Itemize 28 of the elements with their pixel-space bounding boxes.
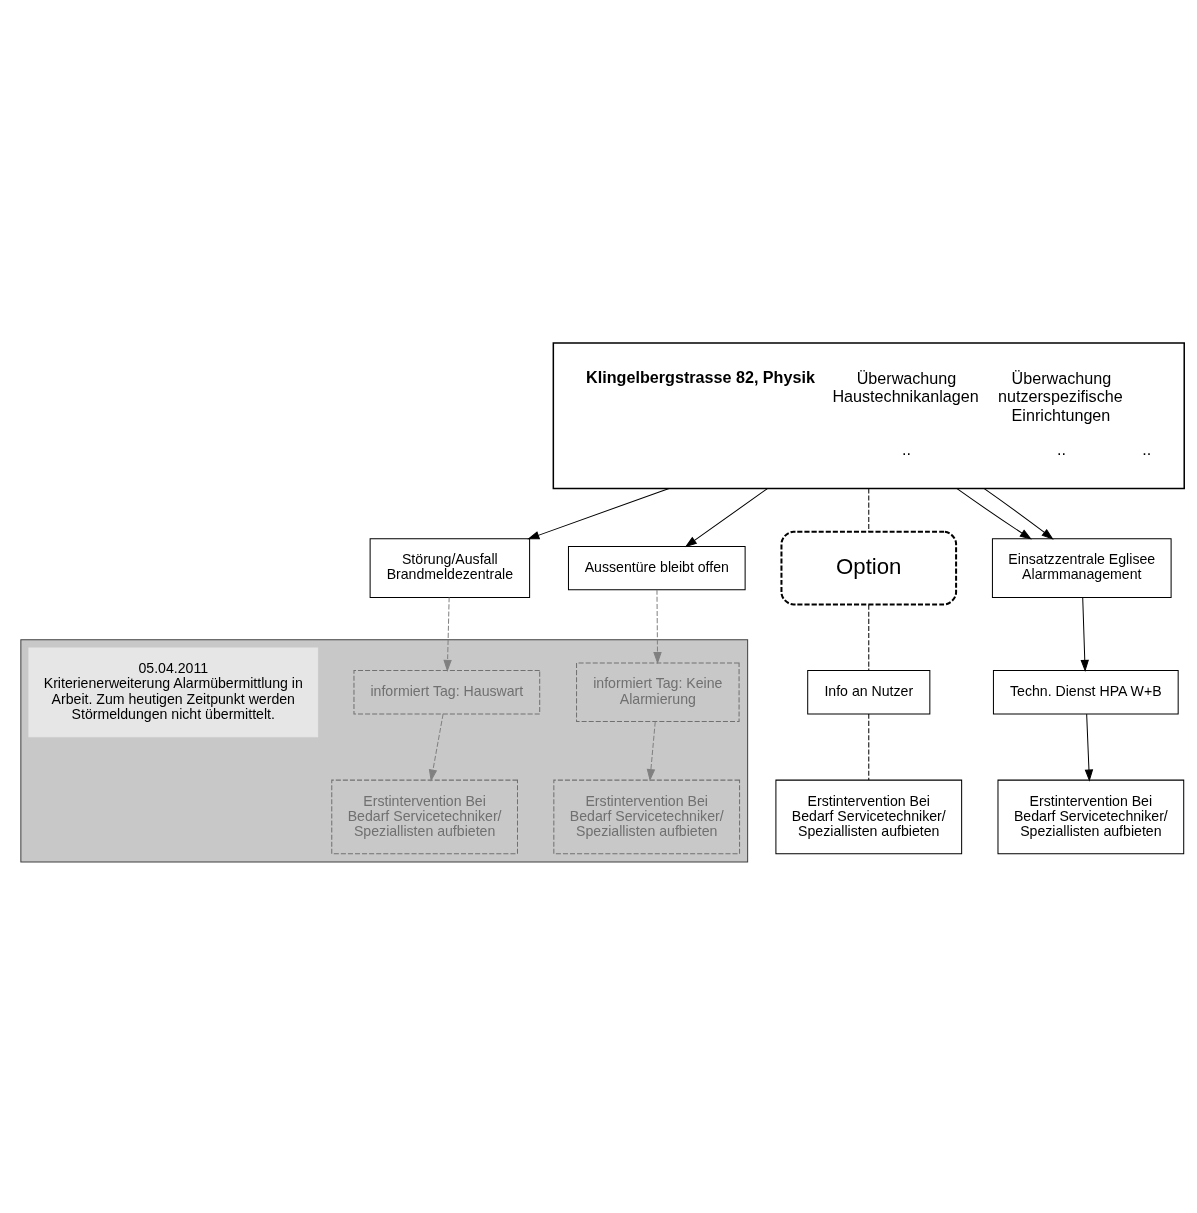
arrow — [443, 596, 452, 672]
arrow — [684, 487, 769, 548]
node-box: Klingelbergstrasse 82, Physik Überwachung Haustechnikanlagen Überwachung nutzerspezifische Einrichtungen .. .. .. — [552, 342, 1185, 490]
node-box: Erstintervention Bei Bedarf Servicetechniker/ Speziallisten aufbieten — [553, 779, 741, 855]
arrow — [956, 487, 1032, 540]
connector — [868, 713, 870, 781]
node-box: informiert Tag: Keine Alarmierung — [576, 662, 740, 723]
arrow — [646, 721, 656, 782]
node-box: Störung/Ausfall Brandmeldezentrale — [369, 538, 531, 598]
node-box: Info an Nutzer — [807, 670, 931, 715]
arrow — [983, 487, 1054, 540]
connector — [868, 487, 870, 533]
arrow — [527, 487, 670, 540]
node-box: Erstintervention Bei Bedarf Servicetechniker/ Speziallisten aufbieten — [997, 779, 1185, 855]
arrow — [1084, 713, 1094, 782]
node-box: Option — [780, 530, 958, 606]
node-box: informiert Tag: Hauswart — [353, 670, 541, 715]
node-box: Erstintervention Bei Bedarf Servicetechniker/ Speziallisten aufbieten — [775, 779, 963, 855]
arrow — [1080, 596, 1089, 672]
cluster — [20, 639, 749, 863]
arrow — [653, 589, 662, 665]
node-box: Techn. Dienst HPA W+B — [992, 670, 1179, 715]
connector — [868, 604, 870, 671]
arrow — [428, 713, 444, 782]
node-box: Erstintervention Bei Bedarf Servicetechniker/ Speziallisten aufbieten — [331, 779, 518, 855]
node-box: Einsatzzentrale Eglisee Alarmmanagement — [991, 538, 1172, 598]
node-box: 05.04.2011 Kriterienerweiterung Alarmübermittlung in Arbeit. Zum heutigen Zeitpunkt werden Störmeldungen nicht übermittelt. — [28, 647, 319, 738]
node-box: Aussentüre bleibt offen — [567, 545, 746, 591]
